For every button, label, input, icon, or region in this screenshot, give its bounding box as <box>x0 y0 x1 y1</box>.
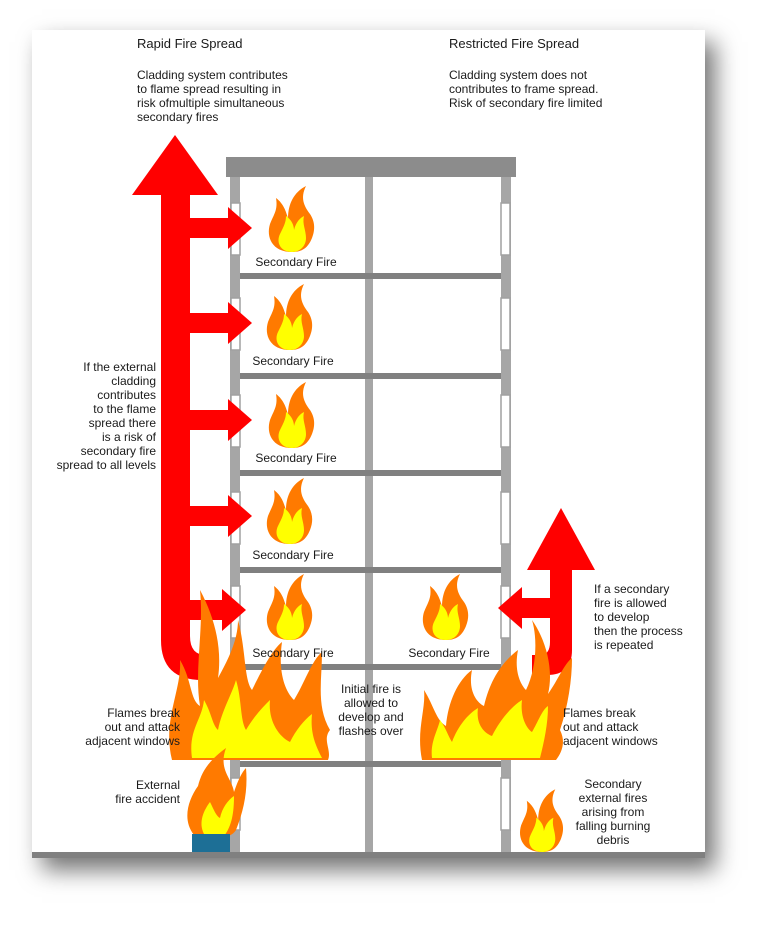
external-accident-note: External fire accident <box>115 778 180 806</box>
floor-slab <box>240 273 501 279</box>
left-main-flames <box>169 590 330 760</box>
secondary-flame <box>266 478 313 544</box>
right-description: Cladding system does not contributes to … <box>449 68 603 110</box>
secondary-fire-label: Secondary Fire <box>252 548 334 562</box>
process-repeated-note: If a secondary fire is allowed to develo… <box>594 582 683 652</box>
floor-slab <box>240 470 501 476</box>
cladding-risk-note: If the external cladding contributes to … <box>56 360 156 472</box>
window-attack-arrows <box>190 207 252 631</box>
rapid-spread-arrow <box>132 135 218 680</box>
debris-flame <box>519 789 564 852</box>
secondary-flame <box>268 382 315 448</box>
ground-line <box>32 852 705 858</box>
secondary-flame <box>268 186 315 252</box>
floor-slab <box>240 664 501 670</box>
floor-slab <box>240 373 501 379</box>
repeat-process-arrow <box>498 508 595 675</box>
secondary-flame <box>422 574 469 640</box>
building-fire-illustration <box>32 135 705 858</box>
secondary-flame <box>266 574 313 640</box>
diagram-card: Rapid Fire Spread Cladding system contri… <box>32 30 705 858</box>
floor-slab <box>240 567 501 573</box>
falling-debris-note: Secondary external fires arising from fa… <box>575 777 651 847</box>
left-heading: Rapid Fire Spread <box>137 36 243 51</box>
right-heading: Restricted Fire Spread <box>449 36 580 51</box>
secondary-fire-label: Secondary Fire <box>255 255 337 269</box>
initial-fire-note: Initial fire is allowed to develop and f… <box>338 682 404 738</box>
secondary-fire-label: Secondary Fire <box>252 354 334 368</box>
secondary-flame <box>266 284 313 350</box>
flames-break-right-note: Flames break out and attack adjacent win… <box>563 706 658 748</box>
center-column <box>365 177 373 855</box>
secondary-fire-label: Secondary Fire <box>255 451 337 465</box>
bin <box>192 834 230 852</box>
left-description: Cladding system contributes to flame spr… <box>137 68 288 124</box>
external-fire-flame <box>187 748 247 840</box>
roof-beam <box>226 157 516 177</box>
right-main-flames <box>420 620 572 760</box>
flames-break-left-note: Flames break out and attack adjacent win… <box>85 706 180 748</box>
secondary-fire-label: Secondary Fire <box>252 646 334 660</box>
secondary-fire-label: Secondary Fire <box>408 646 490 660</box>
floor-slab <box>240 761 501 767</box>
